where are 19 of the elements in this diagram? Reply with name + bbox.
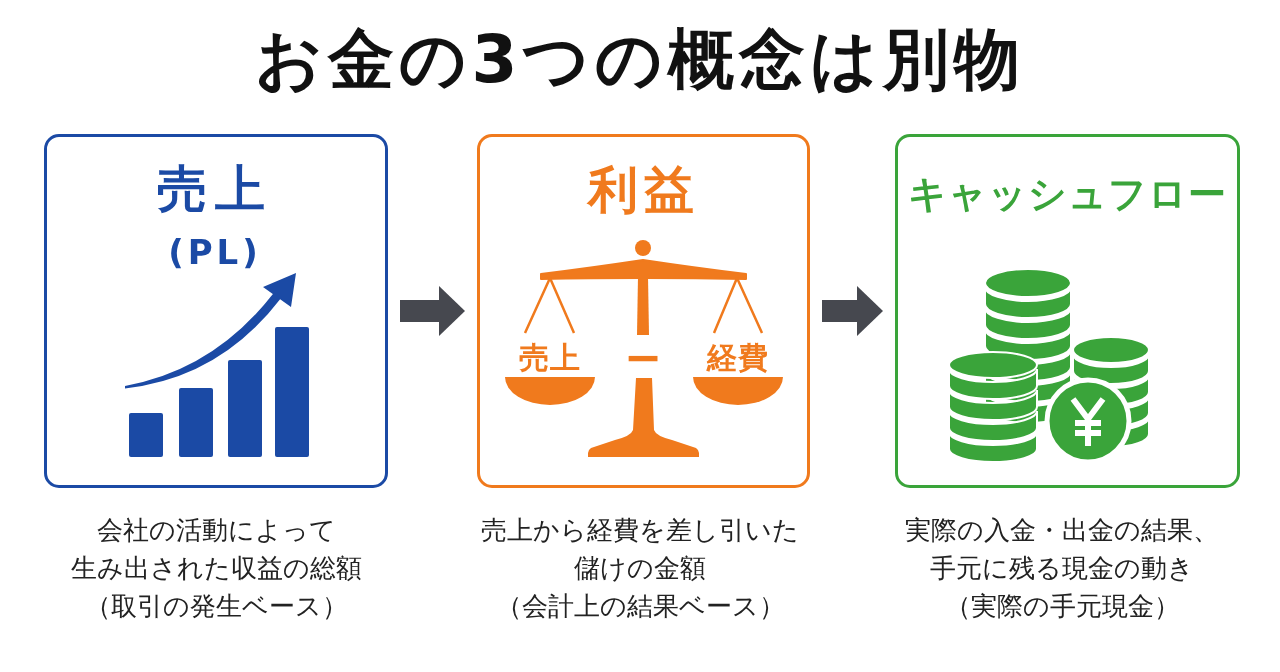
scale-label: 経費 xyxy=(707,343,769,373)
description-text: （実際の手元現金） xyxy=(944,590,1180,623)
panel-heading: 利益 xyxy=(588,165,700,215)
description-text: （取引の発生ベース） xyxy=(84,590,348,623)
scale-label: 売上 xyxy=(519,343,581,373)
description-text: 売上から経費を差し引いた儲けの金額 xyxy=(481,514,799,585)
minus-sign: − xyxy=(623,334,663,380)
arrow xyxy=(400,286,465,336)
description-text: 会社の活動によって生み出された収益の総額 xyxy=(70,514,362,585)
concept-panel xyxy=(477,134,810,488)
title: お金の3つの概念は別物 xyxy=(253,27,1027,93)
description-text: 実際の入金・出金の結果、手元に残る現金の動き xyxy=(905,514,1219,585)
description-text: （会計上の結果ベース） xyxy=(495,590,785,623)
concept-panel xyxy=(895,134,1240,488)
panel-subheading: (PL) xyxy=(168,235,262,269)
panel-heading: キャッシュフロー xyxy=(907,175,1227,213)
arrow xyxy=(822,286,883,336)
concept-panel xyxy=(44,134,388,488)
panel-heading: 売上 xyxy=(157,164,273,214)
